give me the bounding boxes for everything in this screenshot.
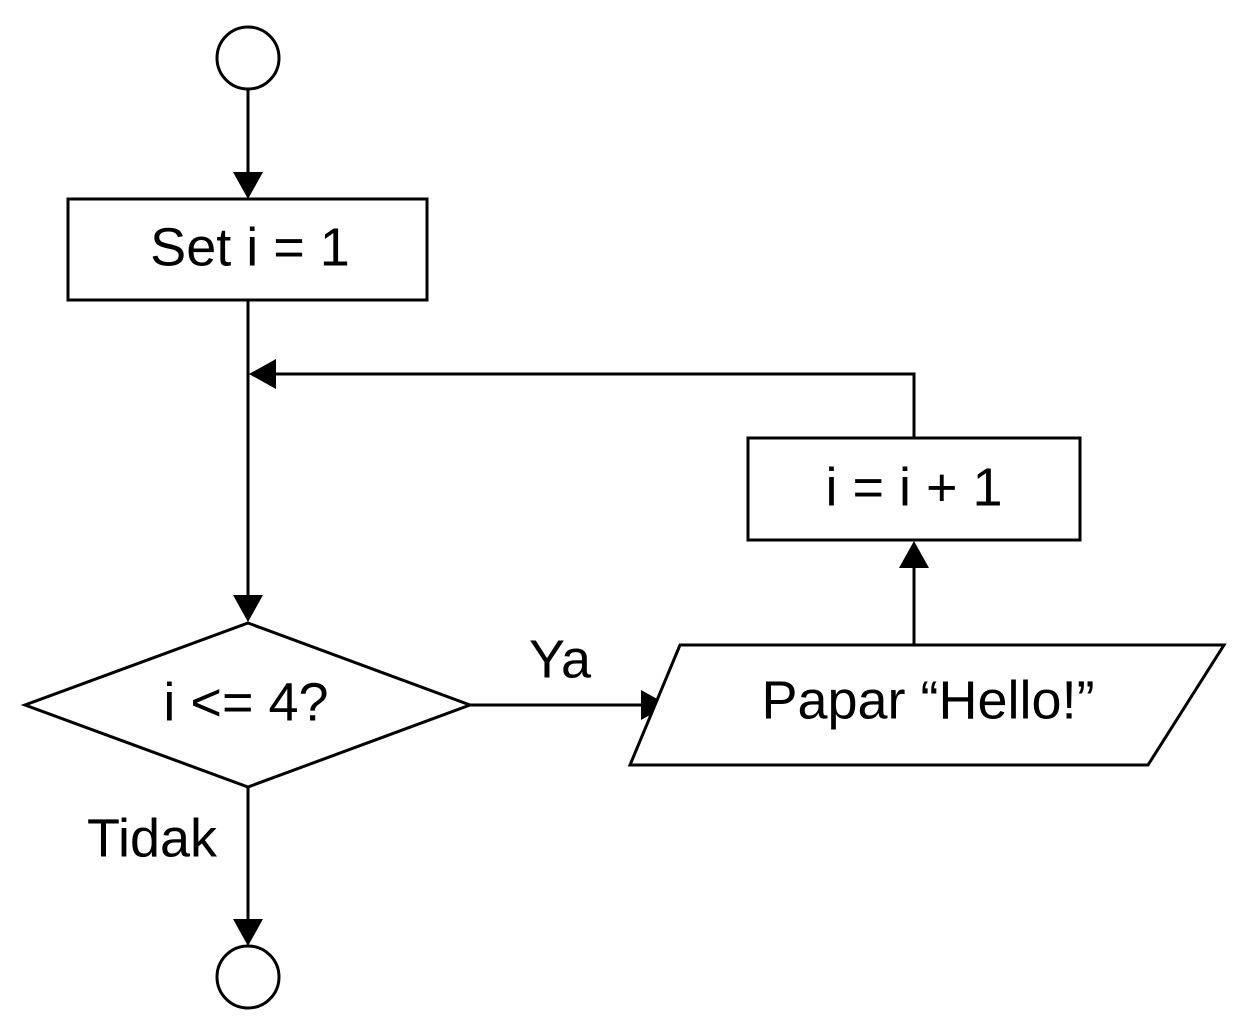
arrowhead-output-to-increment [899, 541, 929, 568]
yes-branch-label: Ya [529, 629, 592, 689]
arrowhead-decision-to-end [233, 919, 263, 946]
edge-increment-loop-back [276, 372, 916, 438]
output-parallelogram [627, 643, 1227, 767]
init-process-label: Set i = 1 [150, 217, 350, 277]
increment-process-box [746, 436, 1082, 542]
increment-process-label: i = i + 1 [825, 457, 1002, 517]
end-terminator [215, 944, 281, 1010]
start-terminator [215, 25, 281, 91]
output-label: Papar “Hello!” [761, 670, 1094, 730]
decision-label: i <= 4? [163, 672, 328, 732]
arrowhead-init-to-decision [233, 595, 263, 622]
arrowhead-start-to-init [233, 172, 263, 199]
arrowhead-loop-back [249, 359, 276, 389]
no-branch-label: Tidak [87, 808, 218, 868]
